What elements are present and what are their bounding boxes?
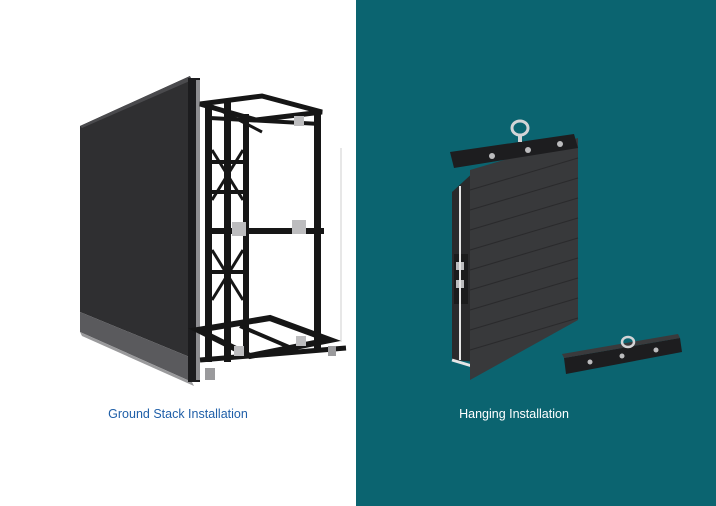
ground-stack-caption: Ground Stack Installation bbox=[108, 407, 248, 421]
ground-stack-image bbox=[80, 76, 347, 386]
hanging-image bbox=[450, 119, 682, 380]
ground-stack-panel: Ground Stack Installation bbox=[0, 0, 356, 506]
hanging-caption: Hanging Installation bbox=[459, 407, 569, 421]
hanging-panel: Hanging Installation bbox=[356, 0, 716, 506]
